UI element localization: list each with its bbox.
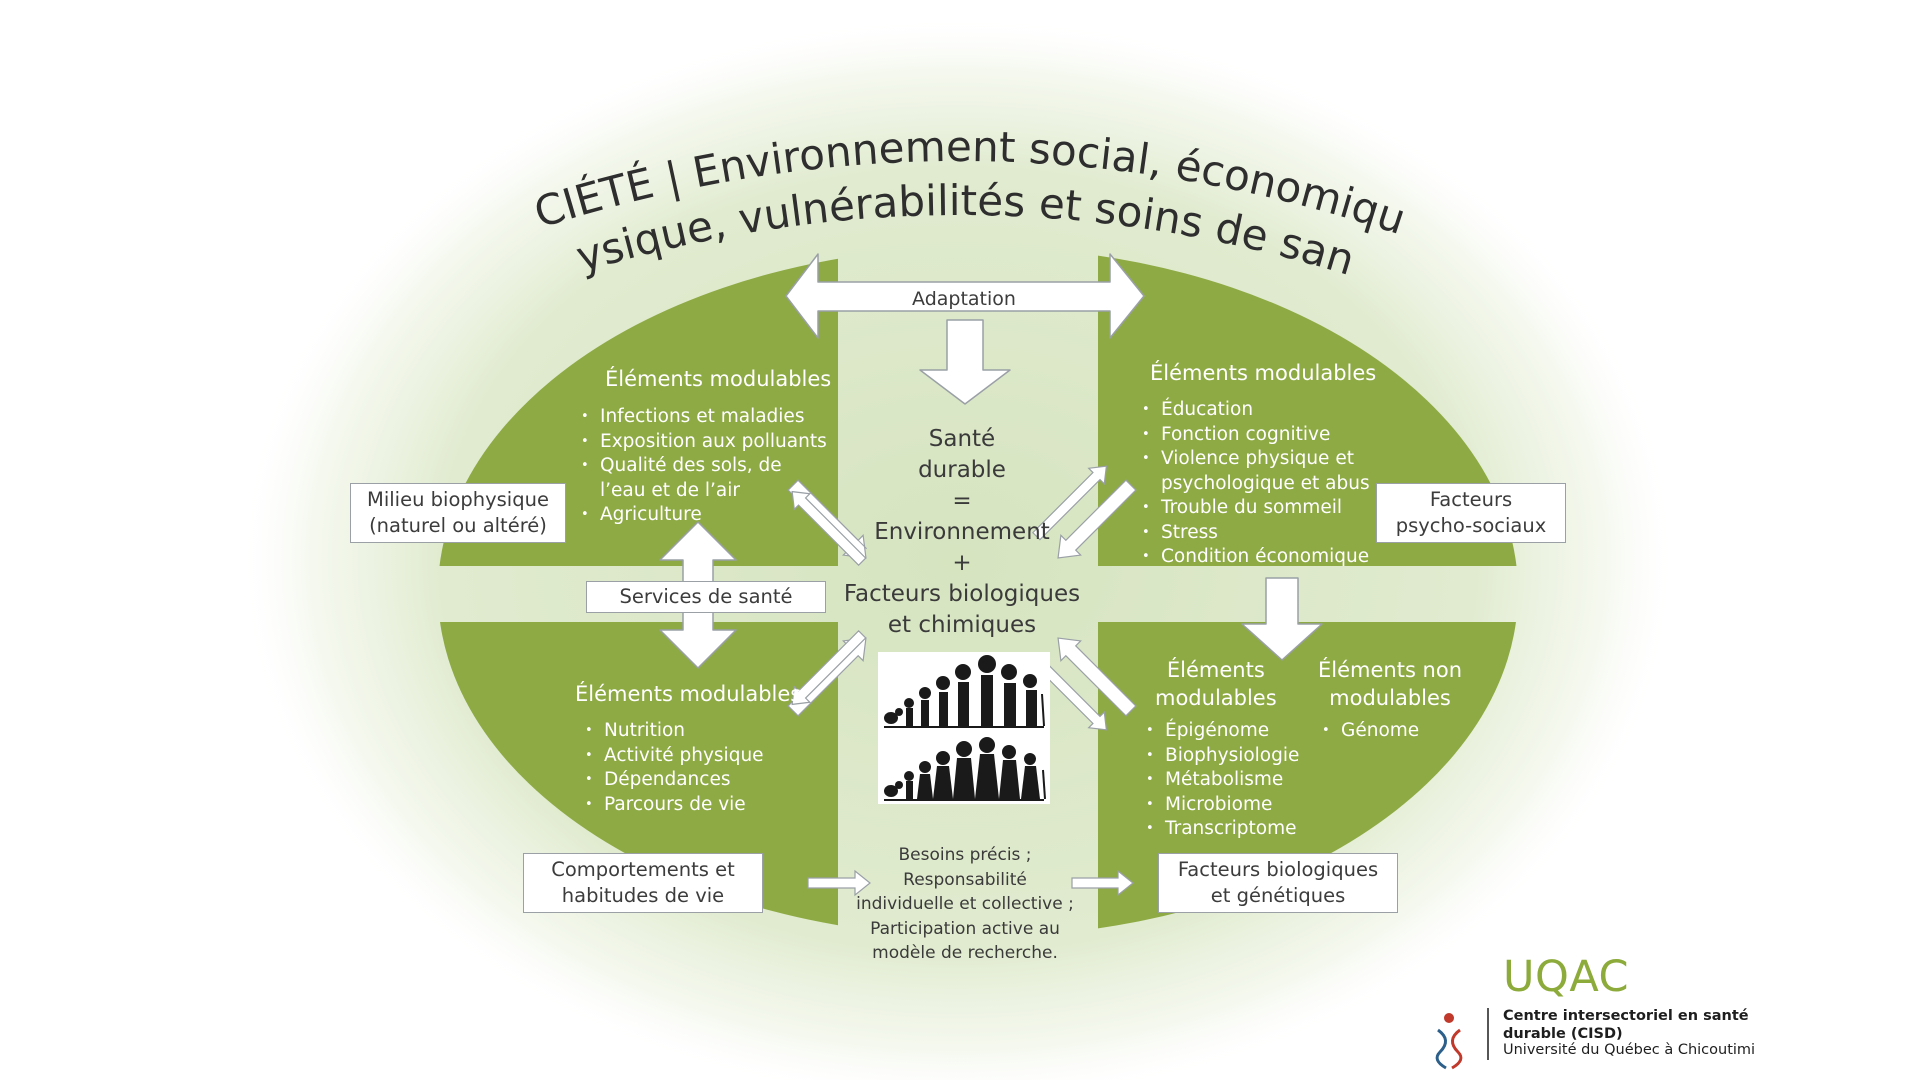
- male-silhouettes: [884, 655, 1045, 727]
- facteurs-psy-line-2: psycho-sociaux: [1395, 514, 1547, 537]
- services-sante-box: Services de santé: [586, 581, 826, 613]
- bottom-center-line: Besoins précis ;: [898, 845, 1032, 865]
- list-item: Fonction cognitive: [1142, 423, 1382, 448]
- connector-bottom-right: [1057, 637, 1137, 717]
- bottom-center-line: Participation active au: [870, 918, 1060, 939]
- cisd-logo-mark: [1435, 1008, 1489, 1070]
- bottom-center-line: Responsabilité: [903, 869, 1027, 890]
- bottom-right-mod-title-line-1: Éléments: [1166, 658, 1265, 682]
- center-line: durable: [918, 457, 1006, 483]
- services-label: Services de santé: [619, 585, 793, 608]
- cisd-name: Centre intersectoriel en santé durable (…: [1503, 1007, 1749, 1043]
- facteurs-bio-line-2: et génétiques: [1210, 884, 1346, 907]
- list-item: Condition économique: [1142, 545, 1382, 570]
- list-item: Stress: [1142, 521, 1382, 546]
- top-right-title: Éléments modulables: [1150, 361, 1377, 385]
- bottom-center-line: individuelle et collective ;: [856, 894, 1074, 914]
- center-formula: Santé durable = Environnement + Facteurs…: [840, 424, 1084, 641]
- life-stages-illustration: [878, 652, 1050, 804]
- adaptation-down-arrow: [919, 319, 1011, 405]
- bottom-center-text: Besoins précis ; Responsabilité individu…: [845, 843, 1085, 966]
- female-silhouettes: [884, 737, 1046, 800]
- list-item: Infections et maladies: [581, 405, 831, 430]
- list-item: Épigénome: [1146, 719, 1306, 744]
- bottom-right-nonmod-list: Génome: [1322, 719, 1442, 744]
- milieu-biophysique-box: Milieu biophysique (naturel ou altéré): [350, 483, 566, 543]
- list-item: Agriculture: [581, 503, 831, 528]
- bottom-right-nonmod-title-line-2: modulables: [1329, 686, 1451, 710]
- facteurs-biologiques-box: Facteurs biologiques et génétiques: [1158, 853, 1398, 913]
- arrow-center-to-biological: [1071, 869, 1134, 897]
- list-item: Génome: [1322, 719, 1442, 744]
- center-line: Santé: [928, 426, 996, 452]
- connector-top-right: [1057, 479, 1137, 559]
- center-line: et chimiques: [887, 612, 1037, 638]
- center-line: Environnement: [874, 519, 1050, 545]
- facteurs-psycho-sociaux-box: Facteurs psycho-sociaux: [1376, 483, 1566, 543]
- list-item: Biophysiologie: [1146, 744, 1306, 769]
- comportements-line-2: habitudes de vie: [561, 884, 725, 907]
- list-item: Exposition aux polluants: [581, 430, 831, 455]
- list-item: Violence physique et psychologique et ab…: [1142, 447, 1382, 496]
- list-item: Éducation: [1142, 398, 1382, 423]
- cisd-line-2: durable (CISD): [1503, 1026, 1623, 1042]
- bottom-right-nonmod-title: Éléments non modulables: [1318, 656, 1462, 712]
- milieu-line-1: Milieu biophysique: [367, 488, 549, 511]
- center-line: +: [952, 550, 972, 576]
- center-line: =: [952, 488, 972, 514]
- top-left-title: Éléments modulables: [605, 367, 832, 391]
- adaptation-label: Adaptation: [912, 288, 1016, 310]
- bottom-left-title: Éléments modulables: [575, 682, 802, 706]
- top-left-list: Infections et maladies Exposition aux po…: [581, 405, 831, 528]
- bottom-right-mod-title: Éléments modulables: [1155, 656, 1277, 712]
- bottom-left-list: Nutrition Activité physique Dépendances …: [585, 719, 805, 817]
- list-item: Dépendances: [585, 768, 805, 793]
- bottom-right-nonmod-title-line-1: Éléments non: [1318, 658, 1463, 682]
- list-item: Qualité des sols, de l’eau et de l’air: [581, 454, 831, 503]
- list-item: Microbiome: [1146, 793, 1306, 818]
- list-item: Nutrition: [585, 719, 805, 744]
- center-line: Facteurs biologiques: [843, 581, 1081, 607]
- list-item: Parcours de vie: [585, 793, 805, 818]
- uqac-logo-text: UQAC: [1503, 952, 1630, 1002]
- list-item: Trouble du sommeil: [1142, 496, 1382, 521]
- list-item: Transcriptome: [1146, 817, 1306, 842]
- list-item: Activité physique: [585, 744, 805, 769]
- bottom-center-line: modèle de recherche.: [872, 943, 1058, 963]
- top-right-list: Éducation Fonction cognitive Violence ph…: [1142, 398, 1382, 570]
- bottom-right-mod-title-line-2: modulables: [1155, 686, 1277, 710]
- connector-bottom-left-return: [791, 629, 867, 706]
- bottom-right-mod-list: Épigénome Biophysiologie Métabolisme Mic…: [1146, 719, 1306, 842]
- cisd-line-1: Centre intersectoriel en santé: [1503, 1008, 1749, 1024]
- university-name: Université du Québec à Chicoutimi: [1503, 1042, 1756, 1058]
- connector-top-right-return: [1031, 465, 1108, 541]
- arrow-behaviors-to-center: [807, 869, 871, 897]
- adaptation-double-arrow: [785, 253, 1145, 339]
- psychosocial-down-arrow: [1241, 577, 1323, 661]
- list-item: Métabolisme: [1146, 768, 1306, 793]
- comportements-line-1: Comportements et: [551, 858, 735, 881]
- facteurs-bio-line-1: Facteurs biologiques: [1177, 858, 1379, 881]
- quadrant-bottom-right: [1098, 622, 1516, 929]
- comportements-box: Comportements et habitudes de vie: [523, 853, 763, 913]
- milieu-line-2: (naturel ou altéré): [369, 514, 547, 537]
- facteurs-psy-line-1: Facteurs: [1429, 488, 1513, 511]
